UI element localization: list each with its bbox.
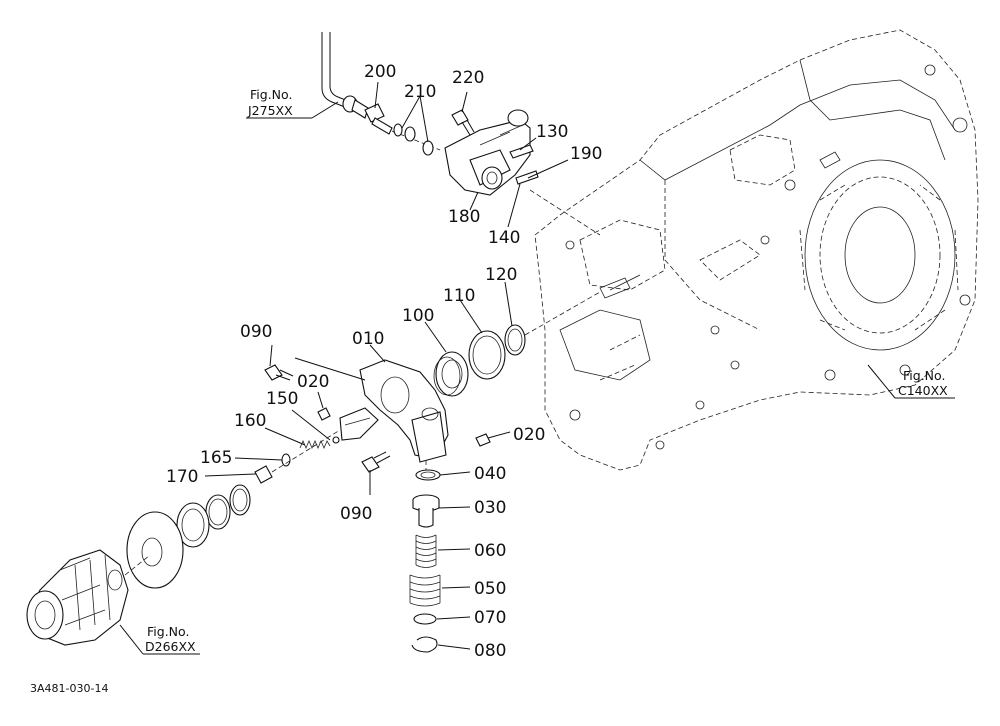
bearing-100 xyxy=(433,351,469,397)
label-020-right: 020 xyxy=(513,425,545,445)
bolt-090-lower xyxy=(361,451,391,473)
fig-ref-c140: Fig.No. C140XX xyxy=(898,368,948,398)
washer-165 xyxy=(281,453,291,467)
pipe-assembly xyxy=(321,32,369,119)
label-020-left: 020 xyxy=(297,372,329,392)
spring-060 xyxy=(415,534,437,568)
ring-120 xyxy=(504,324,526,356)
label-220: 220 xyxy=(452,68,484,88)
label-080: 080 xyxy=(474,641,506,661)
label-070: 070 xyxy=(474,608,506,628)
piston-030 xyxy=(412,494,440,528)
label-130: 130 xyxy=(536,122,568,142)
label-030: 030 xyxy=(474,498,506,518)
label-090-lower: 090 xyxy=(340,504,372,524)
plate-disc xyxy=(126,511,184,589)
fig-ref-d266: Fig.No. D266XX xyxy=(145,624,196,654)
svg-text:Fig.No.: Fig.No. xyxy=(250,87,292,102)
leader-lines xyxy=(119,81,955,655)
plug-020-left xyxy=(317,407,331,421)
bolt-090-upper xyxy=(264,364,294,381)
label-190: 190 xyxy=(570,144,602,164)
transmission-case xyxy=(534,29,979,471)
spring-050 xyxy=(409,574,441,607)
drawing-code: 3A481-030-14 xyxy=(30,682,108,695)
label-100: 100 xyxy=(402,306,434,326)
label-160: 160 xyxy=(234,411,266,431)
washer-070 xyxy=(413,613,437,625)
washers-210 xyxy=(393,123,434,156)
valve-body-180 xyxy=(444,109,531,196)
label-090-upper: 090 xyxy=(240,322,272,342)
label-060: 060 xyxy=(474,541,506,561)
label-140: 140 xyxy=(488,228,520,248)
snap-ring-080 xyxy=(411,636,438,653)
ring-110 xyxy=(468,330,506,380)
plug-020-right xyxy=(475,433,491,447)
label-120: 120 xyxy=(485,265,517,285)
svg-text:J275XX: J275XX xyxy=(247,103,293,118)
fig-ref-j275: Fig.No. J275XX xyxy=(247,87,293,118)
label-170: 170 xyxy=(166,467,198,487)
label-180: 180 xyxy=(448,207,480,227)
bolt-220 xyxy=(451,109,475,136)
svg-text:C140XX: C140XX xyxy=(898,383,948,398)
housing-010 xyxy=(339,359,449,463)
label-040: 040 xyxy=(474,464,506,484)
label-165: 165 xyxy=(200,448,232,468)
ring-040 xyxy=(415,469,441,481)
label-200: 200 xyxy=(364,62,396,82)
svg-text:Fig.No.: Fig.No. xyxy=(903,368,945,383)
label-150: 150 xyxy=(266,389,298,409)
label-050: 050 xyxy=(474,579,506,599)
label-110: 110 xyxy=(443,286,475,306)
pins-130-190 xyxy=(509,144,601,236)
plug-170 xyxy=(254,429,341,484)
part-labels: 200 220 210 130 190 180 140 120 110 100 … xyxy=(166,62,602,661)
drum-assembly xyxy=(26,549,151,646)
label-010: 010 xyxy=(352,329,384,349)
label-210: 210 xyxy=(404,82,436,102)
rings-left xyxy=(176,484,251,548)
svg-text:D266XX: D266XX xyxy=(145,639,196,654)
svg-text:Fig.No.: Fig.No. xyxy=(147,624,189,639)
spring-160 xyxy=(299,436,340,450)
